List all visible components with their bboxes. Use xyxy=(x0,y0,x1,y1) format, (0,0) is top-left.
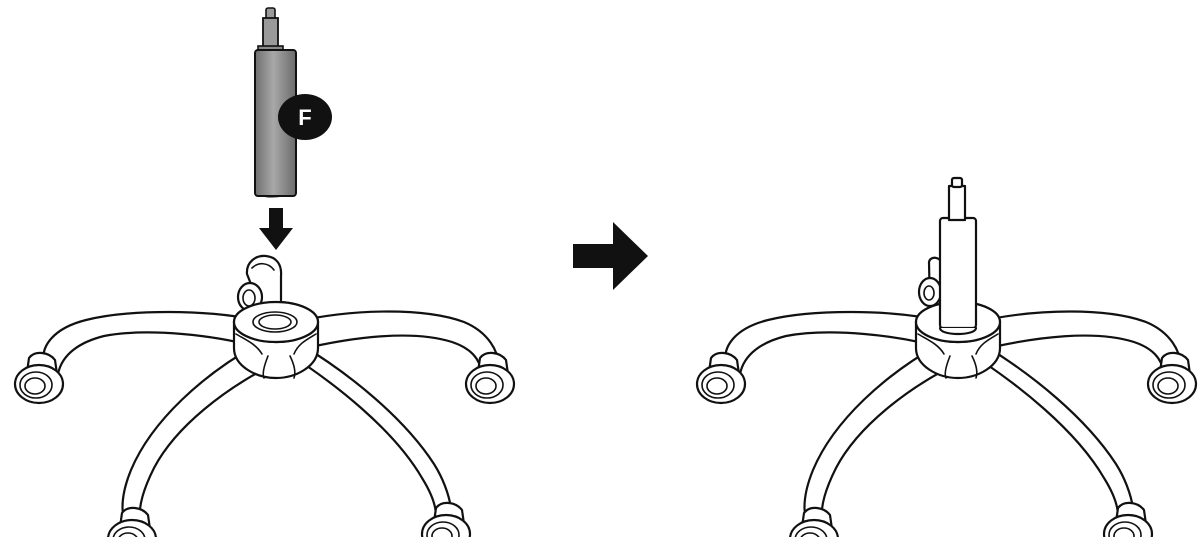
step-after xyxy=(697,176,1196,537)
part-label-badge: F xyxy=(278,94,332,140)
gas-lift-inserted xyxy=(938,176,978,336)
arrow-right-icon xyxy=(573,222,648,290)
arrow-down-icon xyxy=(259,208,293,250)
step-before: F xyxy=(15,7,514,537)
part-label-text: F xyxy=(298,105,311,130)
chair-base-left xyxy=(15,254,514,537)
